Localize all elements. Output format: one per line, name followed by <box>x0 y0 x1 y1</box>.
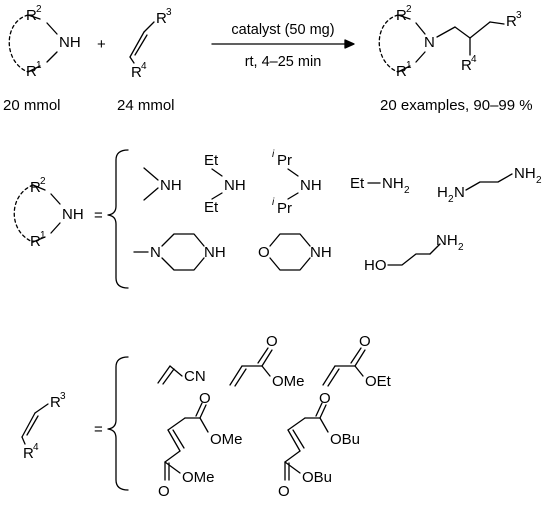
alkene-reactant: R 3 R 4 <box>129 7 172 81</box>
dm-ome-bottom: OMe <box>182 469 215 486</box>
amines-equals: = <box>94 207 103 224</box>
reaction-arrow: catalyst (50 mg) rt, 4–25 min <box>211 22 355 70</box>
db-obu-bottom: OBu <box>302 469 332 486</box>
acrylonitrile: CN <box>157 365 206 385</box>
conditions-top: catalyst (50 mg) <box>231 22 334 38</box>
dm-ome-top: OMe <box>210 431 243 448</box>
acrylonitrile-cn: CN <box>184 368 206 385</box>
morpholine-nh: NH <box>310 244 332 261</box>
ethyl-acrylate-oet: OEt <box>365 373 392 390</box>
product-r1-sup: 1 <box>406 60 412 71</box>
dimethylamine: NH <box>143 167 182 201</box>
ethanolamine: HO NH 2 <box>364 232 464 274</box>
amine-r2-sup: 2 <box>36 4 42 15</box>
diethylamine-et-bottom: Et <box>204 199 219 216</box>
generic-r1-sup: 1 <box>40 230 46 241</box>
alkene-r3: R <box>156 10 167 27</box>
conditions-bottom: rt, 4–25 min <box>245 54 322 70</box>
eda-right-sub: 2 <box>536 175 542 186</box>
db-obu-top: OBu <box>330 431 360 448</box>
eda-left-h: H <box>437 184 448 201</box>
ethylamine: Et NH 2 <box>350 175 410 196</box>
ipr-top-sup: i <box>272 149 275 160</box>
amine-nh: NH <box>59 34 81 51</box>
generic-r2-sup: 2 <box>40 176 46 187</box>
product-n: N <box>424 34 435 51</box>
amine-reactant: R 2 NH R 1 <box>8 4 81 80</box>
morpholine-o: O <box>258 244 270 261</box>
ethanolamine-sub: 2 <box>458 242 464 253</box>
plus-sign: + <box>97 36 106 53</box>
product-r3-sup: 3 <box>516 10 522 21</box>
ethanolamine-nh: NH <box>436 232 458 249</box>
product: N R 2 R 1 R 3 R 4 <box>378 4 522 80</box>
product-r4-sup: 4 <box>471 54 477 65</box>
ipr-bottom: Pr <box>277 200 292 217</box>
product-r2: R <box>396 7 407 24</box>
generic-r3-sup: 3 <box>60 391 66 402</box>
diisopropyl-nh: NH <box>300 177 322 194</box>
dm-o-top: O <box>199 390 211 407</box>
dm-o-bottom: O <box>158 483 170 500</box>
alkene-r4-sup: 4 <box>141 61 147 72</box>
ethanolamine-ho: HO <box>364 257 387 274</box>
product-r3: R <box>506 13 517 30</box>
diethylamine-nh: NH <box>224 177 246 194</box>
eda-left-n: N <box>454 184 465 201</box>
summary-text: 20 examples, 90–99 % <box>380 97 533 114</box>
generic-amine: R 2 NH R 1 <box>13 176 84 250</box>
product-r2-sup: 2 <box>406 4 412 15</box>
diethylamine-et-top: Et <box>204 152 219 169</box>
alkene-amount: 24 mmol <box>117 97 175 114</box>
methylpiperazine-n: N <box>150 244 161 261</box>
amine-r1-sup: 1 <box>36 60 42 71</box>
ethyl-acrylate-o: O <box>359 333 371 350</box>
generic-r3: R <box>50 394 61 411</box>
methyl-acrylate-o: O <box>266 333 278 350</box>
generic-r1: R <box>30 233 41 250</box>
dibutyl-maleate: O OBu O OBu <box>278 390 360 500</box>
ipr-bottom-sup: i <box>272 197 275 208</box>
diethylamine: Et NH Et <box>204 152 246 216</box>
alkenes-brace <box>107 356 129 491</box>
ethylamine-nh: NH <box>382 175 404 192</box>
amines-brace <box>107 149 129 289</box>
db-o-bottom: O <box>278 483 290 500</box>
alkenes-equals: = <box>94 421 103 438</box>
ethyl-acrylate: O OEt <box>322 333 392 390</box>
diisopropylamine: i Pr NH i Pr <box>272 149 322 217</box>
product-r4: R <box>461 57 472 74</box>
eda-right-nh: NH <box>514 165 536 182</box>
alkene-r4: R <box>131 64 142 81</box>
generic-r2: R <box>30 179 41 196</box>
ethylenediamine: H 2 N NH 2 <box>437 165 542 205</box>
amine-amount: 20 mmol <box>3 97 61 114</box>
morpholine: O NH <box>258 233 332 271</box>
generic-alkene: R 3 R 4 <box>21 391 66 462</box>
ipr-top: Pr <box>277 152 292 169</box>
generic-r4-sup: 4 <box>33 442 39 453</box>
methylpiperazine-nh: NH <box>204 244 226 261</box>
amine-r1: R <box>26 63 37 80</box>
amine-r2: R <box>26 7 37 24</box>
alkene-r3-sup: 3 <box>166 7 172 18</box>
generic-r4: R <box>23 445 34 462</box>
dimethylamine-nh: NH <box>160 177 182 194</box>
dimethyl-maleate: O OMe O OMe <box>158 390 243 500</box>
db-o-top: O <box>319 390 331 407</box>
ethylamine-sub: 2 <box>404 185 410 196</box>
methyl-acrylate-ome: OMe <box>272 373 305 390</box>
methyl-acrylate: O OMe <box>229 333 305 390</box>
generic-nh: NH <box>62 206 84 223</box>
product-r1: R <box>396 63 407 80</box>
n-methylpiperazine: N NH <box>133 233 226 271</box>
eda-left-sub: 2 <box>448 194 454 205</box>
ethylamine-et: Et <box>350 175 365 192</box>
